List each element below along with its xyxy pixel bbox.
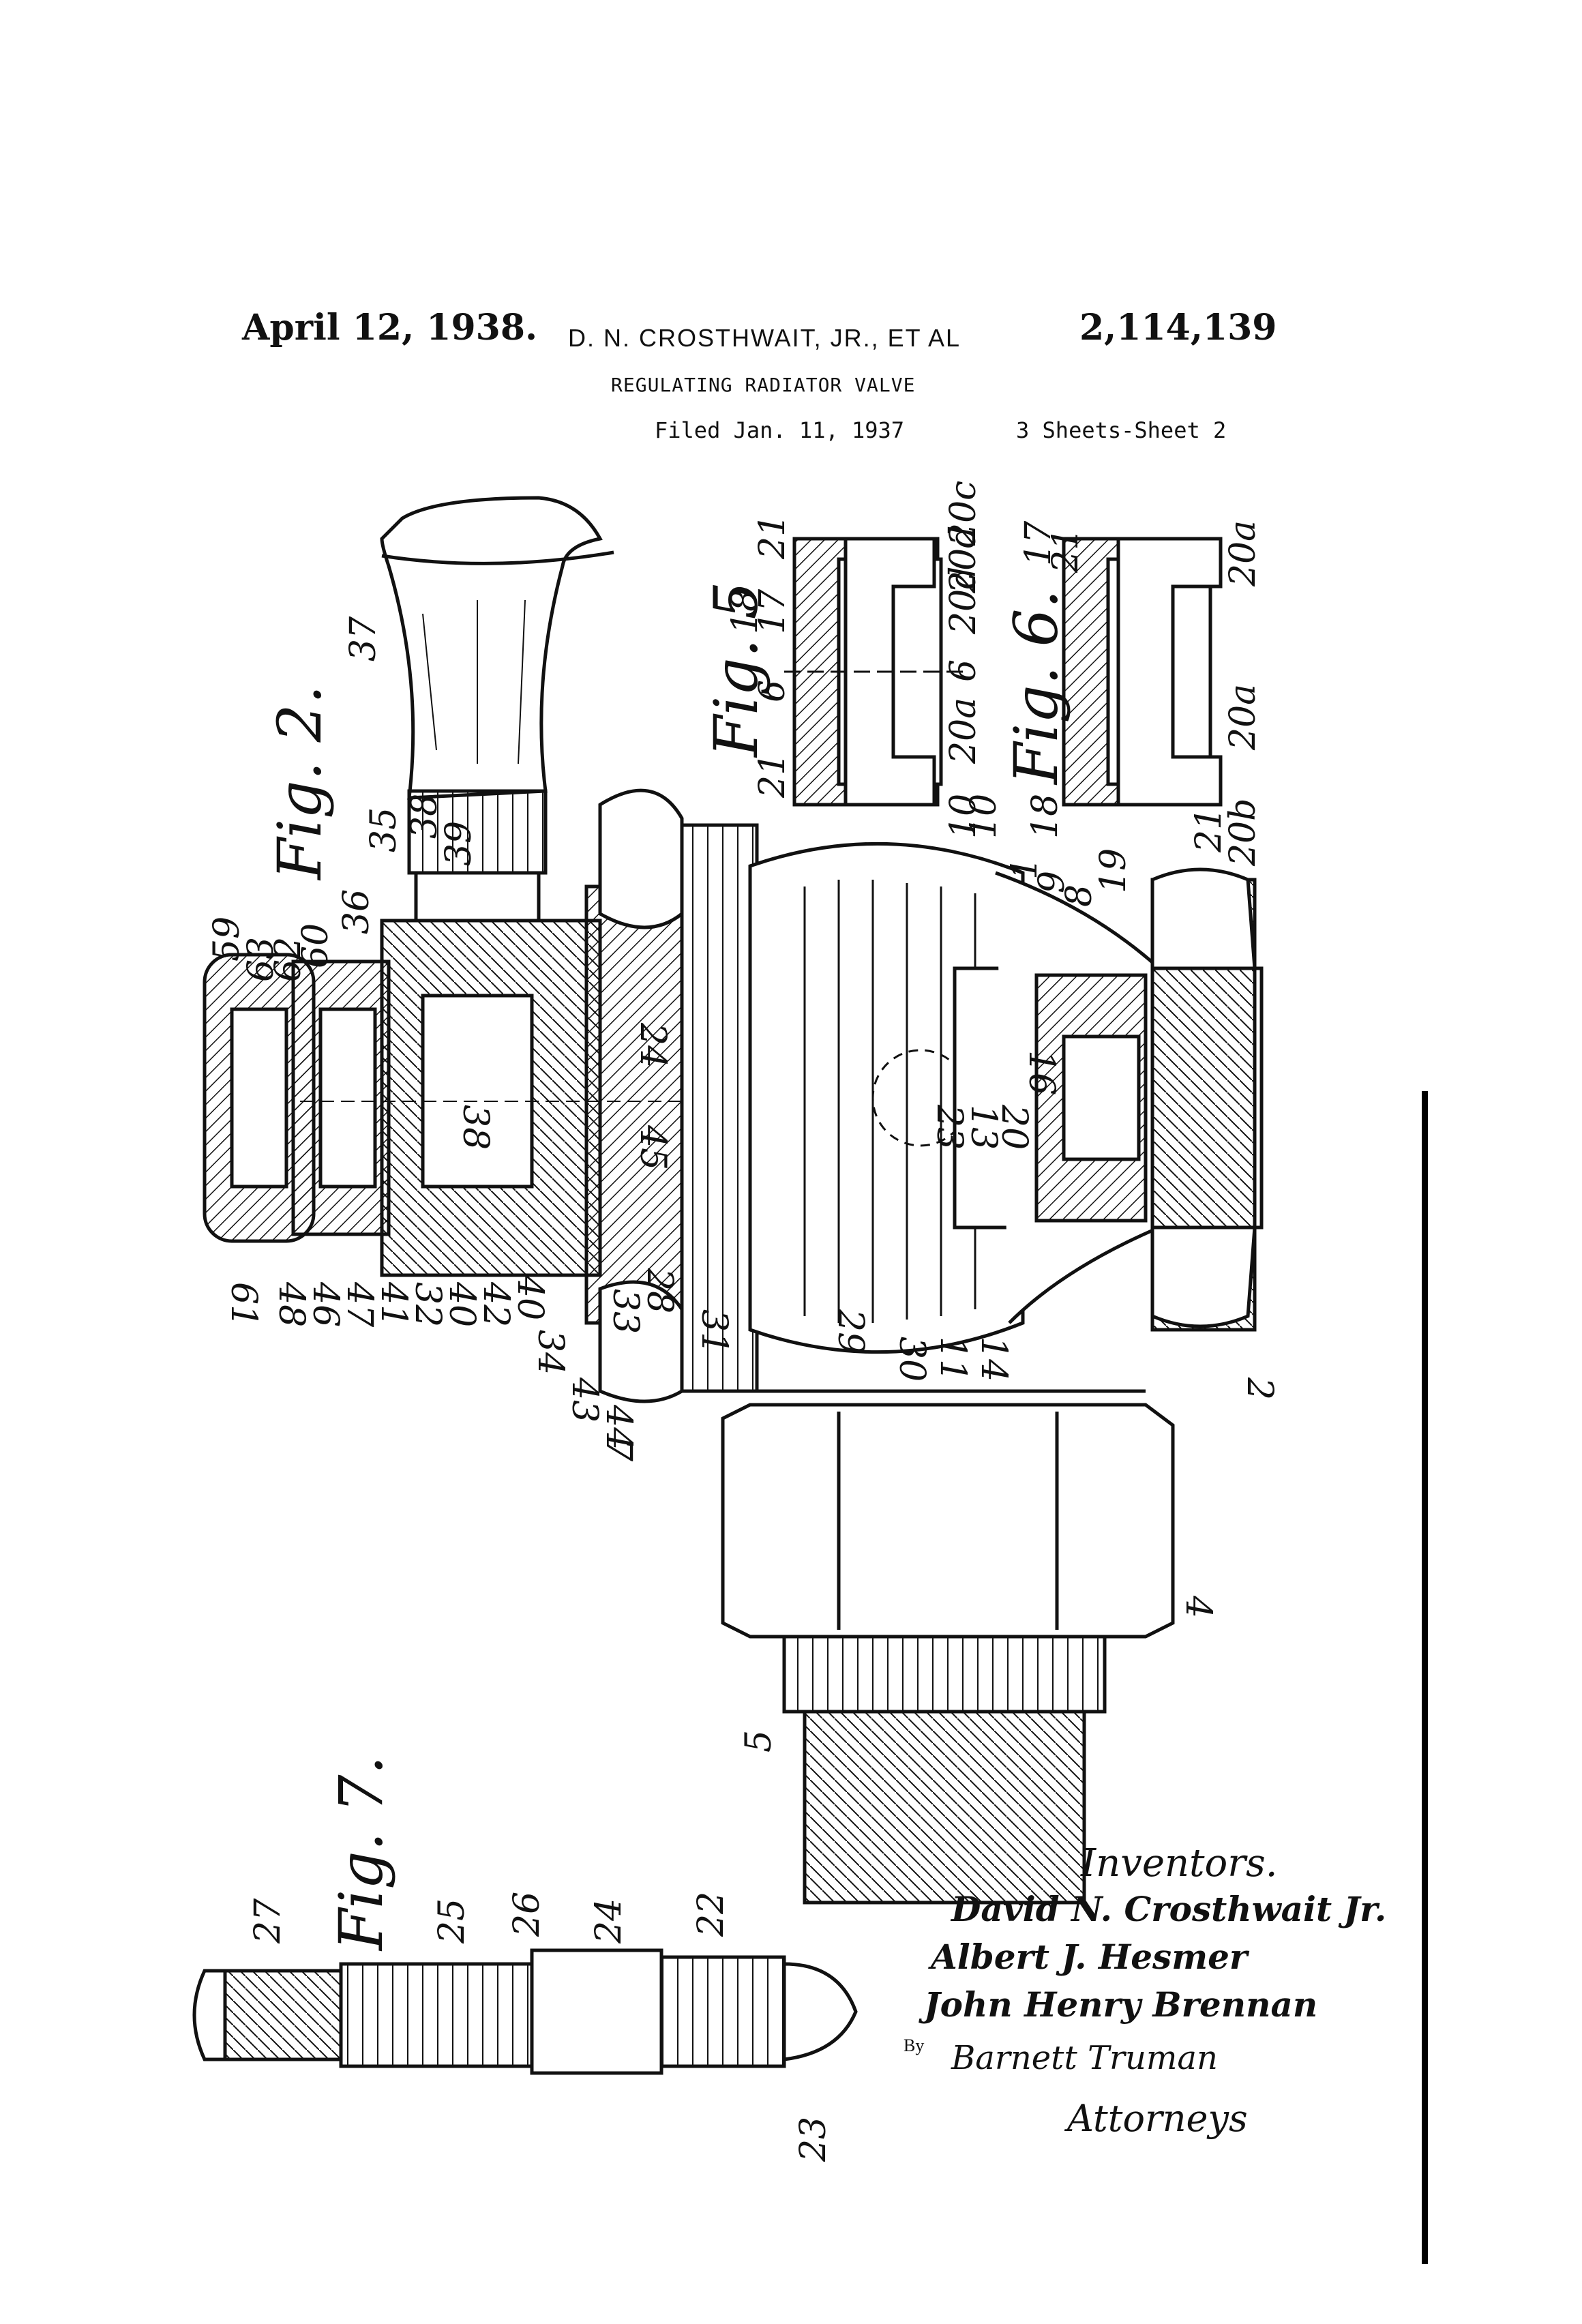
ref-numeral: 35 <box>363 807 404 852</box>
ref-numeral: 28 <box>639 1268 680 1313</box>
ref-numeral: 6 <box>752 680 793 702</box>
ref-numeral: 20a <box>1223 520 1264 587</box>
attorney-signature: Barnett Truman <box>951 2039 1218 2077</box>
ref-numeral: 27 <box>248 1898 288 1944</box>
ref-numeral: 60 <box>295 923 336 968</box>
ref-numeral: 21 <box>752 753 793 799</box>
ref-numeral: 29 <box>830 1309 871 1354</box>
ref-numeral: 2 <box>1239 1377 1280 1400</box>
ref-numeral: 23 <box>793 2117 834 2162</box>
ref-numeral: 20c <box>943 481 984 546</box>
figure-2-label: Fig. 2. <box>265 685 335 881</box>
attorneys-label: Attorneys <box>1067 2097 1248 2140</box>
ref-numeral: 45 <box>632 1124 673 1170</box>
by-label: By <box>904 2036 924 2056</box>
ref-numeral: 20a <box>1223 684 1264 751</box>
ref-numeral: 31 <box>693 1309 734 1354</box>
ref-numeral: 18 <box>725 589 766 634</box>
ref-numeral: 61 <box>223 1282 264 1327</box>
ref-numeral: 24 <box>588 1898 629 1944</box>
ref-numeral: 36 <box>336 889 377 934</box>
ref-numeral: 22 <box>691 1892 732 1937</box>
ref-numeral: 25 <box>432 1898 473 1944</box>
inventor-signature: Albert J. Hesmer <box>931 1937 1247 1977</box>
figure-6-label: Fig. 6. <box>1001 590 1071 786</box>
figure-7-label: Fig. 7. <box>326 1756 396 1952</box>
ref-numeral: 39 <box>438 821 479 866</box>
ref-numeral: 16 <box>1021 1050 1062 1095</box>
signature-block: Inventors. David N. Crosthwait Jr. Alber… <box>924 1841 1306 2169</box>
ref-numeral: 1 <box>1004 857 1045 880</box>
inventors-heading: Inventors. <box>1081 1841 1278 1886</box>
figure-5-cage <box>784 539 968 805</box>
ref-numeral: 20 <box>994 1104 1034 1150</box>
ref-numeral: 21 <box>752 514 793 560</box>
ref-numeral: 34 <box>530 1330 571 1375</box>
ref-numeral: 38 <box>455 1105 496 1150</box>
ref-numeral: 30 <box>891 1337 932 1382</box>
ref-numeral: 10 <box>943 794 984 839</box>
ref-numeral: 21 <box>1045 528 1086 573</box>
ref-numeral: 37 <box>343 616 384 661</box>
union-tailpiece <box>723 1391 1173 1903</box>
scan-edge-bar <box>1422 1091 1428 2264</box>
figure-6-cage <box>1064 539 1221 805</box>
ref-numeral: 7 <box>598 1439 639 1462</box>
figure-7-pin <box>194 1950 856 2073</box>
ref-numeral: 5 <box>738 1730 779 1753</box>
ref-numeral: 20b <box>1223 799 1264 867</box>
ref-numeral: 6 <box>943 659 984 682</box>
ref-numeral: 20a <box>943 698 984 764</box>
ref-numeral: 40 <box>509 1275 550 1320</box>
inventor-signature: John Henry Brennan <box>924 1984 1317 2025</box>
handle-knob <box>382 498 614 921</box>
ref-numeral: 18 <box>1025 794 1066 839</box>
ref-numeral: 14 <box>973 1337 1014 1382</box>
ref-numeral: 26 <box>507 1892 548 1937</box>
inventor-signature: David N. Crosthwait Jr. <box>951 1889 1386 1929</box>
ref-numeral: 11 <box>932 1337 973 1382</box>
ref-numeral: 4 <box>1178 1595 1219 1618</box>
bellows-body <box>750 844 1023 1352</box>
valve-body <box>996 869 1262 1330</box>
ref-numeral: 24 <box>632 1022 673 1068</box>
